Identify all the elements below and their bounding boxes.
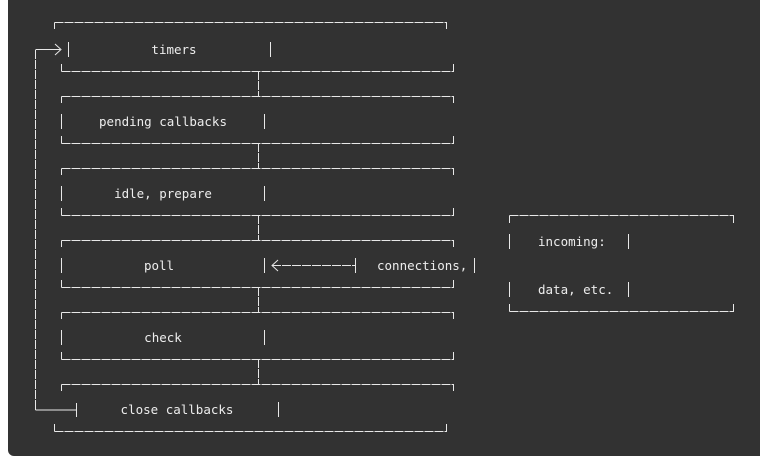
phase-box-check: check bbox=[61, 312, 454, 360]
incoming-box: incoming: connections, data, etc. bbox=[377, 215, 734, 312]
phase-box-close-callbacks: close callbacks bbox=[54, 384, 454, 432]
phase-label-close-callbacks: close callbacks bbox=[121, 402, 234, 417]
phase-box-poll: poll bbox=[61, 240, 454, 288]
incoming-arrow bbox=[271, 258, 356, 273]
loop-arrow-head bbox=[54, 43, 62, 56]
phase-box-pending-callbacks: pending callbacks bbox=[61, 96, 454, 144]
phase-label-pending-callbacks: pending callbacks bbox=[99, 114, 227, 129]
phase-label-idle-prepare: idle, prepare bbox=[114, 186, 212, 201]
phase-box-timers: timers bbox=[54, 22, 454, 72]
loop-return-path bbox=[35, 43, 77, 417]
incoming-label-line-3: data, etc. bbox=[538, 282, 613, 297]
phase-label-timers: timers bbox=[151, 42, 196, 57]
phase-label-poll: poll bbox=[144, 258, 174, 273]
phase-box-idle-prepare: idle, prepare bbox=[61, 168, 454, 216]
incoming-label-line-2: connections, bbox=[377, 258, 467, 273]
incoming-arrow-head bbox=[271, 259, 279, 272]
code-block-panel bbox=[8, 0, 760, 456]
incoming-label-line-1: incoming: bbox=[538, 234, 606, 249]
phase-label-check: check bbox=[144, 330, 182, 345]
